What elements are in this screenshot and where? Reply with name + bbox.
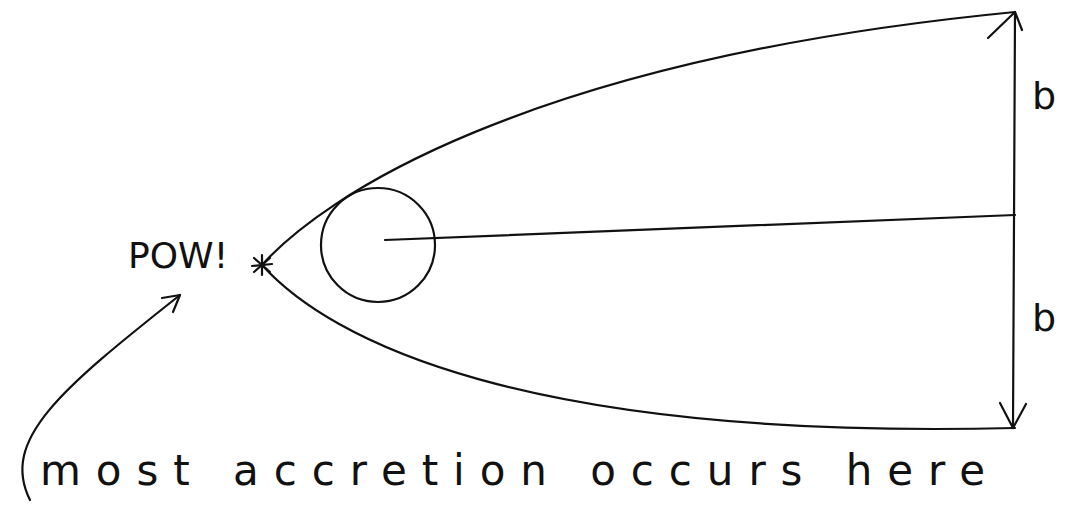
impact-label: POW! bbox=[128, 236, 228, 276]
impact-parameter-label: b bbox=[1032, 76, 1056, 118]
arrowhead bbox=[1000, 403, 1026, 428]
accretor-circle bbox=[321, 188, 435, 302]
upper-wake-curve bbox=[262, 12, 1015, 265]
impact-star bbox=[252, 255, 272, 275]
note-label: most accretion occurs here bbox=[40, 448, 1000, 494]
axis-line bbox=[385, 215, 1015, 240]
impact-parameter-line bbox=[1013, 12, 1015, 428]
lower-wake-curve bbox=[262, 265, 1015, 429]
impact-parameter-label: b bbox=[1032, 298, 1056, 340]
arrowhead bbox=[988, 12, 1022, 38]
arrowhead bbox=[162, 295, 180, 312]
